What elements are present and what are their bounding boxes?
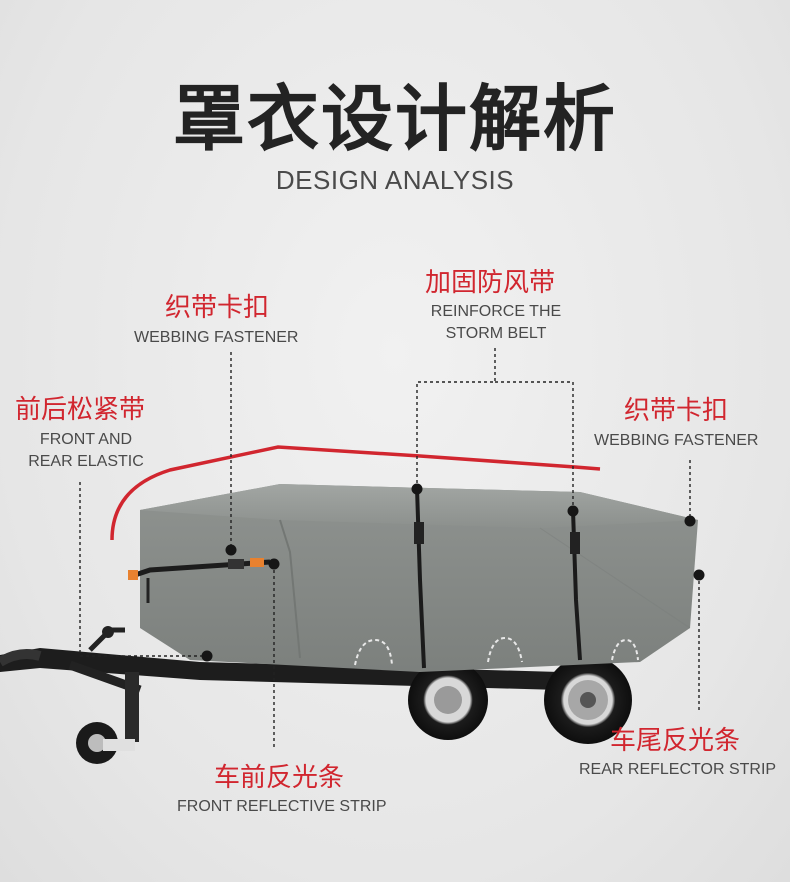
dot-webbing-left: [225, 544, 237, 556]
front-wheel: [544, 656, 632, 744]
label-storm-belt-cn: 加固防风带: [425, 268, 556, 298]
label-elastic-en-2: REAR ELASTIC: [28, 453, 144, 470]
dot-front-strip: [268, 558, 280, 570]
label-storm-belt-en-1: REINFORCE THE: [430, 303, 562, 320]
label-webbing-left-en: WEBBING FASTENER: [134, 329, 299, 346]
page-subtitle: DESIGN ANALYSIS: [275, 165, 515, 195]
dot-storm-belt-left: [411, 483, 423, 495]
callout-dots: [201, 483, 705, 662]
label-storm-belt-en-2: STORM BELT: [445, 325, 547, 342]
label-webbing-right-cn: 织带卡扣: [624, 396, 729, 426]
dot-elastic: [201, 650, 213, 662]
front-reflective-strip: [128, 558, 271, 603]
dot-storm-belt-right: [567, 505, 579, 517]
label-elastic-cn: 前后松紧带: [15, 395, 146, 425]
storm-belts: [414, 487, 582, 669]
leader-lines: [79, 348, 700, 750]
red-accent-line: [110, 445, 601, 541]
label-webbing-right-en: WEBBING FASTENER: [594, 432, 759, 449]
label-elastic-en-1: FRONT AND: [39, 431, 133, 448]
dot-webbing-right: [684, 515, 696, 527]
label-webbing-left-cn: 织带卡扣: [165, 293, 270, 323]
page-title: 罩衣设计解析: [172, 77, 617, 161]
label-front-strip-cn: 车前反光条: [214, 763, 345, 793]
dot-rear-strip: [693, 569, 705, 581]
label-rear-strip-cn: 车尾反光条: [610, 726, 741, 756]
rear-wheel: [408, 660, 488, 740]
label-front-strip-en: FRONT REFLECTIVE STRIP: [177, 798, 387, 815]
label-rear-strip-en: REAR REFLECTOR STRIP: [579, 761, 777, 778]
